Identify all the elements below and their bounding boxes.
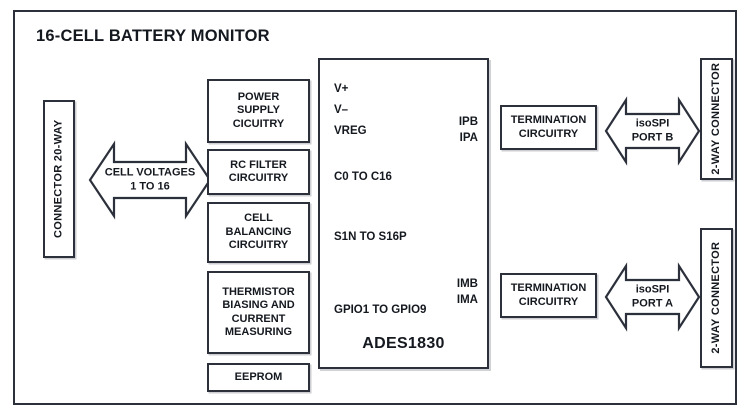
isospi-port-b-arrow: isoSPI PORT B [604,96,701,166]
rc-filter-circuitry-box: RC FILTER CIRCUITRY [207,149,310,195]
cell-voltages-arrow: CELL VOLTAGES 1 TO 16 [88,136,212,224]
ades1830-ic-block: V+ V– VREG C0 TO C16 S1N TO S16P GPIO1 T… [318,58,489,369]
thermistor-biasing-current-measuring-box: THERMISTOR BIASING AND CURRENT MEASURING [207,271,310,354]
power-supply-circuitry-box: POWER SUPPLY CICUITRY [207,79,310,143]
pin-imb: IMB [456,278,478,290]
pin-gpio1-to-gpio9: GPIO1 TO GPIO9 [334,304,427,316]
termination-circuitry-port-a-box: TERMINATION CIRCUITRY [500,273,597,318]
pin-c0-to-c16: C0 TO C16 [334,171,392,183]
cell-balancing-circuitry-box: CELL BALANCING CIRCUITRY [207,202,310,263]
pin-ipb: IPB [458,116,478,128]
port-b-2way-connector-box: 2-WAY CONNECTOR [700,58,733,180]
port-a-2way-connector-box: 2-WAY CONNECTOR [700,228,733,368]
port-a-connector-label: 2-WAY CONNECTOR [709,242,722,354]
eeprom-box: EEPROM [207,363,310,392]
termination-circuitry-port-b-box: TERMINATION CIRCUITRY [500,105,597,150]
pin-ipa: IPA [459,132,478,144]
port-b-connector-label: 2-WAY CONNECTOR [709,63,722,175]
pin-v-plus: V+ [334,83,349,95]
left-connector-20way-box: CONNECTOR 20-WAY [43,100,75,258]
pin-v-minus: V– [334,104,349,116]
diagram-title: 16-CELL BATTERY MONITOR [36,27,270,45]
isospi-port-a-arrow: isoSPI PORT A [604,262,701,332]
pin-vreg: VREG [334,125,367,137]
ic-part-number: ADES1830 [362,335,445,352]
pin-ima: IMA [456,294,478,306]
pin-s1n-to-s16p: S1N TO S16P [334,231,407,243]
left-connector-label: CONNECTOR 20-WAY [52,119,65,239]
